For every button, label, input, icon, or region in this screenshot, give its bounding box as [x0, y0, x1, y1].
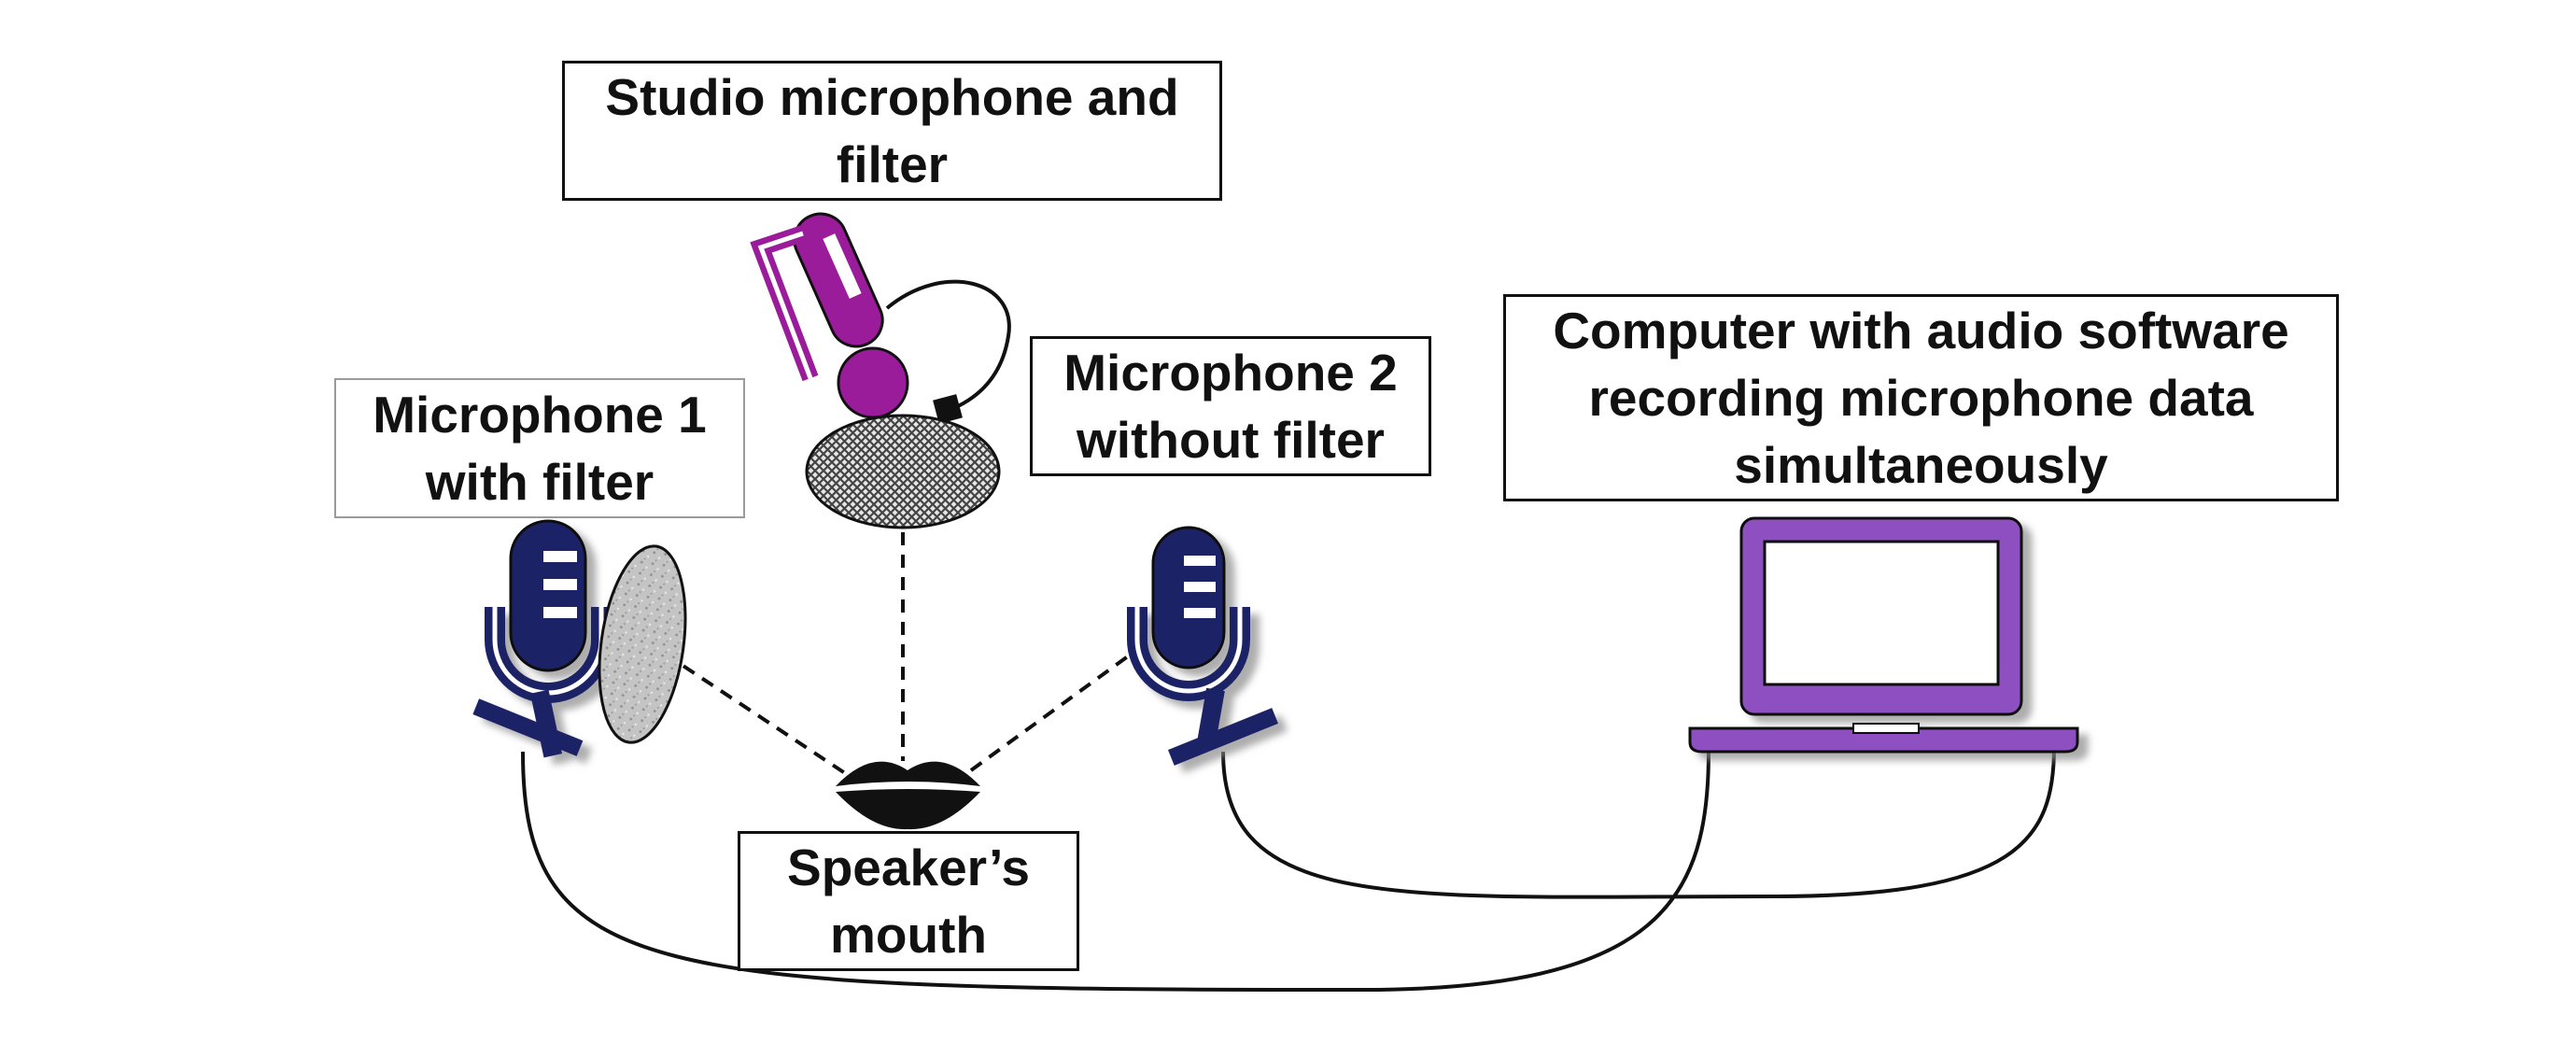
microphone-2-icon	[1127, 526, 1279, 766]
mic1-label: Microphone 1 with filter	[334, 378, 745, 518]
computer-label-line-1: Computer with audio software	[1553, 302, 2289, 359]
mouth-label-line-2: mouth	[829, 906, 987, 964]
mesh-filter-icon	[805, 414, 1001, 529]
studio-mic-cable	[885, 279, 1011, 413]
mouth-label: Speaker’s mouth	[738, 831, 1079, 971]
dashed-line-pop-filter	[663, 652, 847, 775]
mic1-cable	[521, 751, 1710, 993]
computer-label-line-2: recording microphone data	[1588, 369, 2254, 427]
pop-filter-icon	[598, 544, 687, 744]
computer-label: Computer with audio software recording m…	[1503, 294, 2339, 501]
studio-microphone-icon	[750, 212, 963, 424]
mic2-cable	[1221, 746, 2056, 899]
lips-icon	[836, 761, 980, 830]
studio-mic-label-line-1: Studio microphone and	[605, 68, 1179, 126]
mic1-label-line-2: with filter	[425, 453, 655, 511]
studio-mic-label: Studio microphone and filter	[562, 61, 1222, 201]
studio-mic-label-line-2: filter	[836, 135, 949, 193]
laptop-icon	[1688, 516, 2079, 754]
dashed-line-mic2	[969, 652, 1133, 772]
mic2-label: Microphone 2 without filter	[1030, 336, 1431, 476]
mic2-label-line-1: Microphone 2	[1063, 344, 1398, 402]
computer-label-line-3: simultaneously	[1734, 436, 2108, 494]
microphone-1-icon	[472, 519, 612, 758]
mouth-label-line-1: Speaker’s	[787, 839, 1030, 896]
mic1-label-line-1: Microphone 1	[373, 386, 707, 444]
mic2-label-line-2: without filter	[1077, 411, 1385, 469]
